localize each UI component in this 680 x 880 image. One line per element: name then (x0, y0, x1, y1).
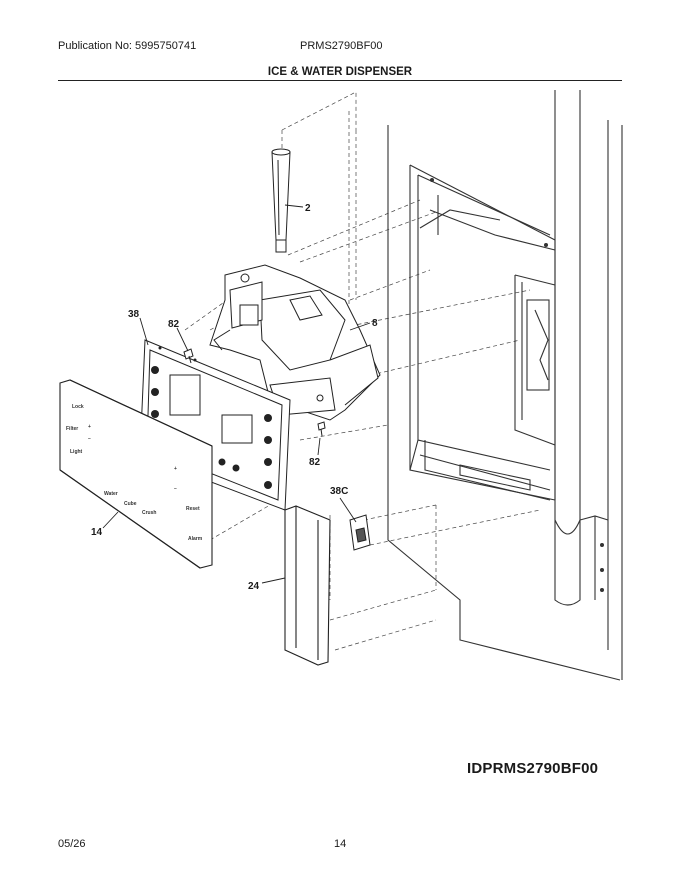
svg-text:Alarm: Alarm (188, 536, 203, 542)
callout-24: 24 (248, 581, 260, 592)
ice-chute-tube (271, 148, 291, 253)
callout-82-lower: 82 (309, 457, 321, 468)
model-number: PRMS2790BF00 (300, 40, 383, 52)
mounting-screws (183, 348, 326, 437)
page-number: 14 (334, 838, 347, 850)
leader-lines (102, 204, 371, 584)
section-title: ICE & WATER DISPENSER (267, 66, 413, 78)
svg-text:Cube: Cube (124, 501, 137, 507)
svg-text:−: − (88, 436, 91, 442)
callout-2: 2 (305, 203, 311, 214)
callout-38c: 38C (330, 486, 348, 497)
control-overlay-panel (59, 379, 213, 569)
callout-14: 14 (91, 527, 103, 538)
header-rule (58, 80, 622, 81)
svg-text:Reset: Reset (186, 506, 200, 512)
callout-82-upper: 82 (168, 319, 180, 330)
svg-text:+: + (174, 466, 177, 472)
callout-38: 38 (128, 309, 140, 320)
diagram-id: IDPRMS2790BF00 (467, 760, 599, 777)
dispenser-cover (284, 505, 331, 666)
callout-8: 8 (372, 318, 378, 329)
svg-text:Lock: Lock (72, 404, 84, 410)
svg-text:+: + (88, 424, 91, 430)
svg-text:Filter: Filter (66, 426, 78, 432)
refrigerator-door (387, 90, 623, 681)
control-board-buttons (151, 346, 272, 489)
svg-text:Crush: Crush (142, 510, 156, 516)
door-fasteners (430, 178, 604, 592)
dispenser-switch (349, 514, 371, 551)
publication-number: Publication No: 5995750741 (58, 40, 197, 52)
footer-date: 05/26 (58, 838, 86, 850)
svg-text:−: − (174, 486, 177, 492)
svg-text:Light: Light (70, 449, 83, 455)
part-callouts: 2 8 38 82 82 38C 14 24 (91, 203, 378, 592)
svg-text:Water: Water (104, 491, 118, 497)
overlay-panel-markings: Lock Filter Light + − Water Cube Crush +… (66, 404, 203, 542)
